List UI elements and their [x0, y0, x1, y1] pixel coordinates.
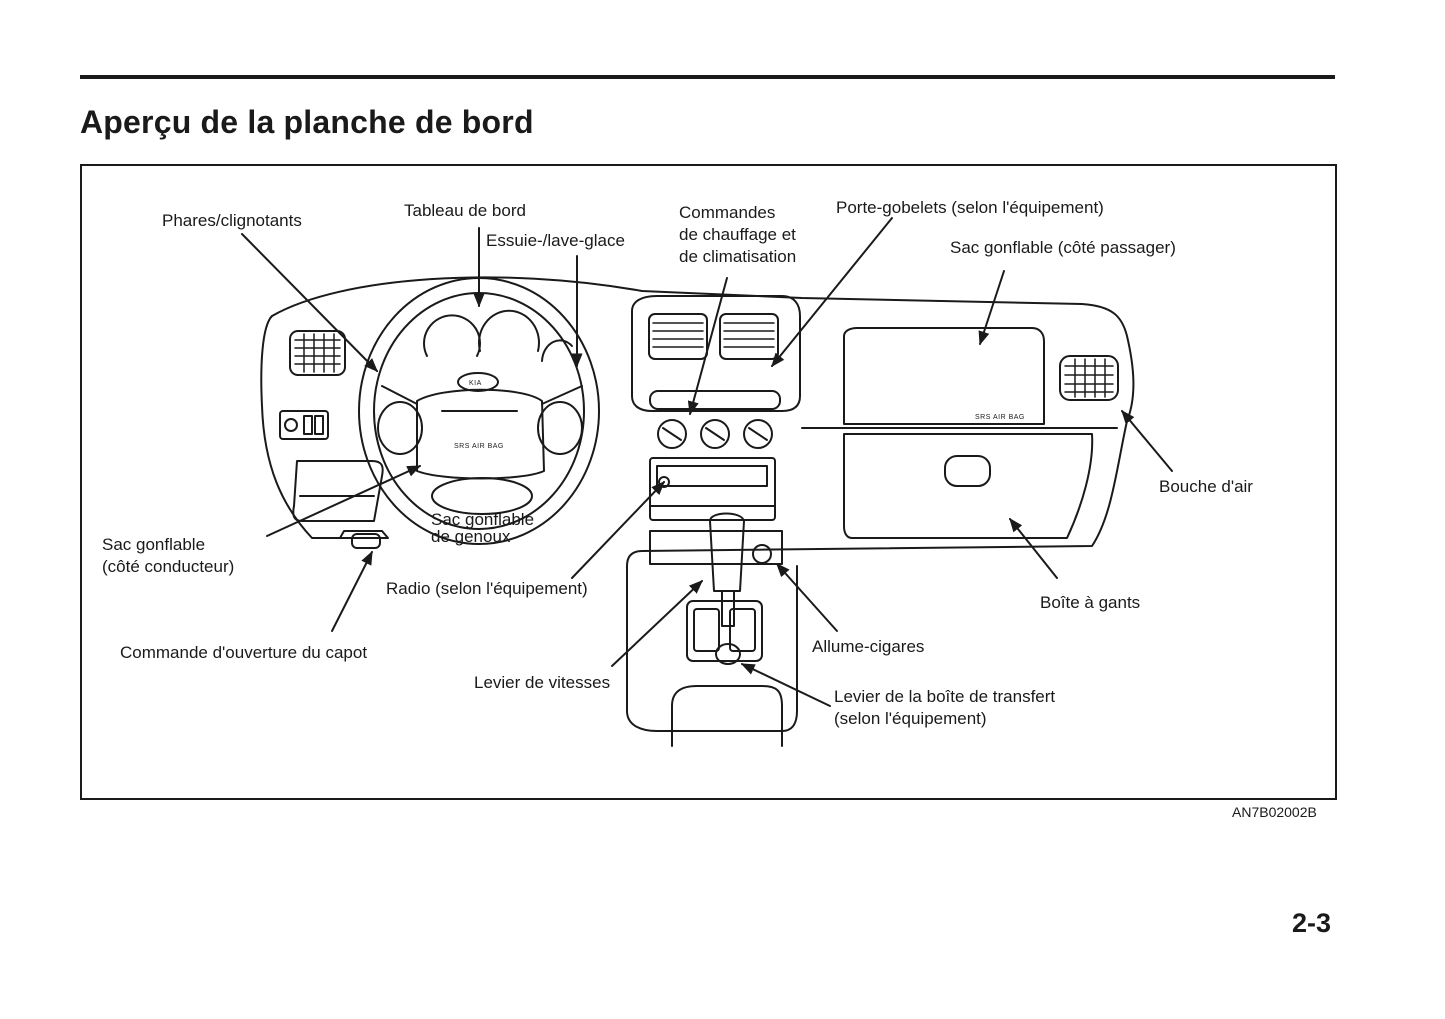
label-transfert-2: (selon l'équipement)	[834, 709, 987, 728]
cigar-lighter	[752, 544, 772, 564]
knee-airbag	[431, 477, 533, 515]
label-transfert-1: Levier de la boîte de transfert	[834, 687, 1056, 706]
dashboard-figure: SRS AIR BAG SRS AIR BAG KIA Phares/clign…	[80, 164, 1337, 800]
transfer-lever	[715, 643, 741, 665]
left-vent	[289, 330, 346, 376]
label-radio: Radio (selon l'équipement)	[386, 579, 588, 598]
label-commandes-2: de chauffage et	[679, 225, 796, 244]
label-essuie: Essuie-/lave-glace	[486, 231, 625, 250]
left-storage	[292, 460, 384, 522]
label-commandes-1: Commandes	[679, 203, 776, 222]
figure-code: AN7B02002B	[1232, 804, 1317, 820]
gauge-left	[423, 314, 481, 357]
hvac-knob-1	[657, 419, 687, 449]
gear-shifter	[709, 512, 745, 592]
label-sac-genoux-2: de genoux	[431, 527, 511, 546]
srs-passenger-marking: SRS AIR BAG	[975, 414, 1025, 421]
kia-logo: KIA	[469, 380, 482, 387]
label-levier-vitesses: Levier de vitesses	[474, 673, 611, 692]
hvac-knob-2	[700, 419, 730, 449]
hood-release	[339, 530, 389, 539]
label-allume-cigares: Allume-cigares	[812, 637, 925, 656]
label-tableau: Tableau de bord	[404, 201, 526, 220]
center-stack	[631, 295, 801, 412]
label-sac-conducteur-1: Sac gonflable	[102, 535, 206, 554]
label-sac-passager: Sac gonflable (côté passager)	[950, 238, 1176, 257]
dash-outline	[271, 276, 1135, 567]
right-vent	[1059, 355, 1119, 401]
passenger-airbag-panel	[843, 327, 1045, 425]
label-porte-gobelets: Porte-gobelets (selon l'équipement)	[836, 198, 1104, 217]
label-sac-conducteur-2: (côté conducteur)	[102, 557, 235, 576]
gauge-right	[478, 309, 540, 352]
logo-oval	[457, 372, 499, 392]
airbag-hub	[416, 388, 545, 480]
label-sac-genoux-1: Sac gonflable	[431, 510, 535, 529]
glove-box-handle	[944, 455, 991, 487]
label-commandes-3: de climatisation	[679, 247, 797, 266]
center-console	[626, 565, 798, 732]
page-title: Aperçu de la planche de bord	[80, 104, 534, 140]
srs-driver-marking: SRS AIR BAG	[454, 443, 504, 450]
hvac-knob-3	[743, 419, 773, 449]
center-vent-right	[719, 313, 779, 360]
label-phares: Phares/clignotants	[162, 211, 302, 230]
label-boite-gants: Boîte à gants	[1040, 593, 1141, 612]
center-vent-left	[648, 313, 708, 360]
label-capot: Commande d'ouverture du capot	[120, 643, 368, 662]
radio-unit	[649, 457, 776, 521]
glove-box	[843, 433, 1094, 539]
dashboard-illustration: SRS AIR BAG SRS AIR BAG KIA	[241, 217, 1173, 747]
page-number: 2-3	[1292, 908, 1332, 938]
header-rule	[80, 75, 1335, 79]
label-bouche-air: Bouche d'air	[1159, 477, 1253, 496]
switch-panel	[279, 410, 329, 440]
